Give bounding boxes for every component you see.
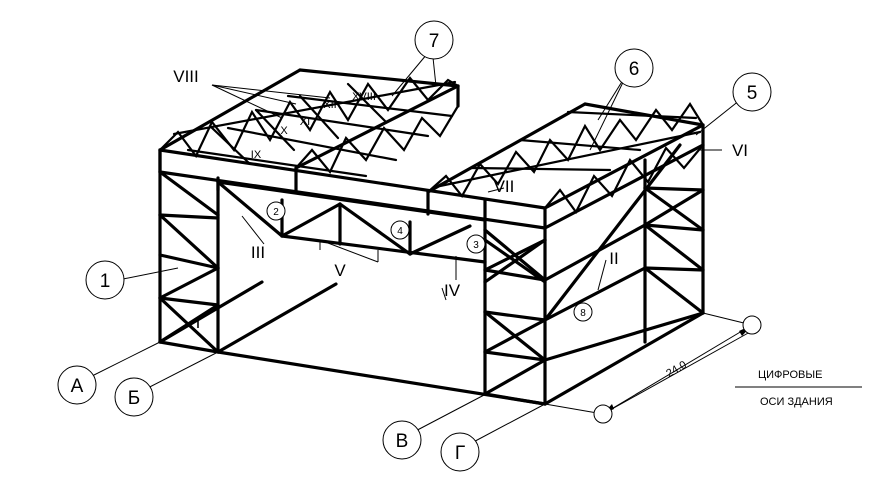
frame-structure (158, 68, 705, 406)
marker-axis-V-label: В (396, 431, 409, 452)
marker-axis-B-label: Б (128, 388, 140, 409)
small-marker-8: 8 (573, 302, 593, 322)
marker-6-label: 6 (629, 59, 640, 80)
small-marker-3: 3 (466, 234, 486, 254)
small-marker-4-label: 4 (397, 226, 403, 237)
marker-axis-A: А (57, 365, 97, 405)
marker-axis-V: В (382, 420, 422, 460)
roman-IV: IV (444, 281, 461, 300)
marker-7-label: 7 (429, 31, 440, 52)
roman-VI: VI (732, 141, 748, 160)
small-marker-4: 4 (390, 220, 410, 240)
roman-IX: IX (251, 149, 262, 161)
roof-trusses (158, 76, 705, 215)
small-marker-2: 2 (266, 201, 286, 221)
marker-7: 7 (414, 20, 454, 60)
roman-I: I (196, 313, 201, 332)
roman-V: V (334, 261, 346, 280)
roman-III: III (251, 243, 265, 262)
marker-1-label: 1 (100, 271, 111, 292)
roman-XVIII: XVIII (352, 91, 376, 103)
marker-axis-B: Б (114, 377, 154, 417)
roman-VIII: VIII (173, 67, 199, 86)
small-marker-2-label: 2 (273, 207, 279, 218)
legend-line-1: ЦИФРОВЫЕ (758, 369, 822, 381)
small-marker-3-label: 3 (473, 240, 479, 251)
dimension-label: 24.0 (664, 359, 689, 380)
roman-labels: I II III IV V VI VII VIII IX X XI XII XV… (173, 67, 748, 332)
roman-VII: VII (494, 177, 515, 196)
marker-6: 6 (614, 48, 654, 88)
legend-line-2: ОСИ ЗДАНИЯ (760, 396, 833, 408)
roman-X: X (280, 125, 288, 137)
dim-end-circle-right (742, 315, 762, 335)
marker-axis-G-label: Г (455, 443, 465, 464)
marker-axis-G: Г (440, 432, 480, 472)
marker-5: 5 (732, 72, 772, 112)
roman-XII: XII (323, 99, 336, 111)
roman-XI: XI (300, 116, 310, 128)
roman-II: II (609, 249, 618, 268)
dim-end-circle-left (593, 404, 613, 424)
marker-5-label: 5 (747, 83, 758, 104)
marker-axis-A-label: А (71, 376, 84, 397)
small-marker-8-label: 8 (580, 308, 586, 319)
marker-1: 1 (85, 260, 125, 300)
